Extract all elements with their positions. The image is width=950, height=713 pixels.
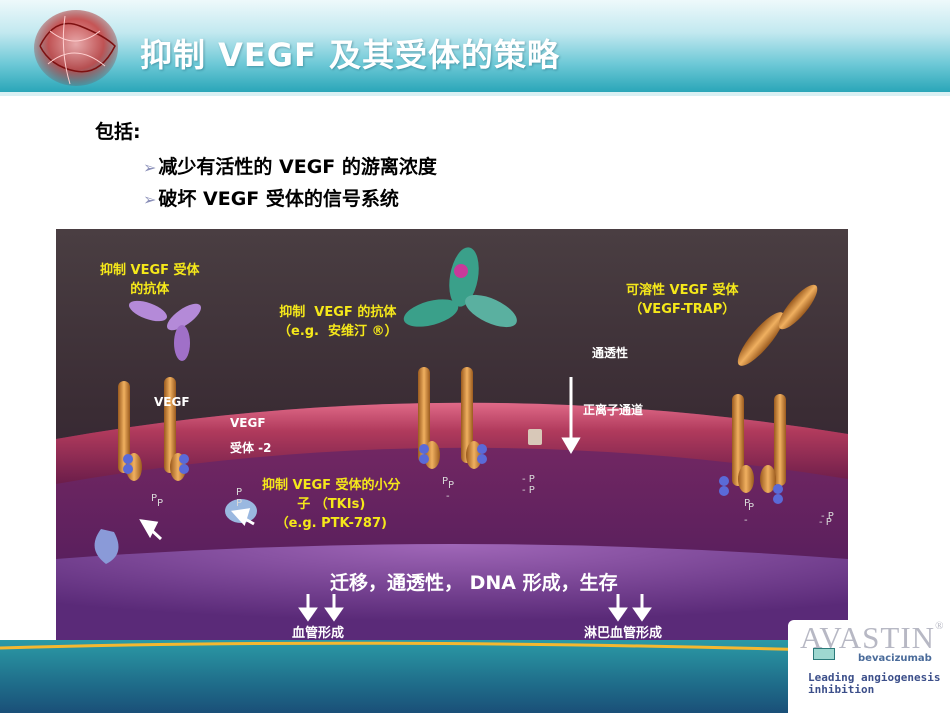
intro-label: 包括: bbox=[95, 121, 141, 143]
label-lymphangiogenesis: 淋巴血管形成 bbox=[584, 626, 663, 640]
phospho-label: P bbox=[442, 476, 449, 487]
label-tki: 抑制 VEGF 受体的小分 子 （TKIs) （e.g. PTK-787) bbox=[262, 478, 401, 531]
label-permeability: 通透性 bbox=[592, 346, 629, 360]
bullet-text: 减少有活性的 VEGF 的游离浓度 bbox=[158, 156, 437, 178]
page-title: 抑制 VEGF 及其受体的策略 bbox=[140, 36, 561, 74]
phospho-label: - bbox=[446, 491, 450, 502]
arrow-bullet-icon: ➢ bbox=[143, 158, 157, 177]
phospho-label: P bbox=[236, 487, 243, 498]
header-divider bbox=[0, 92, 950, 96]
anti-receptor-antibody-icon bbox=[129, 300, 202, 361]
receptor-pair-right bbox=[719, 394, 786, 504]
label-soluble-receptor: 可溶性 VEGF 受体 （VEGF-TRAP） bbox=[626, 283, 739, 317]
protein-structure-icon bbox=[34, 10, 118, 86]
vial-icon bbox=[813, 648, 835, 660]
phospho-label: P bbox=[157, 498, 164, 509]
label-angiogenesis: 血管形成 bbox=[292, 626, 345, 640]
phospho-label: P bbox=[744, 498, 751, 509]
phospho-label: - P bbox=[522, 474, 535, 485]
label-outcomes: 迁移，通透性， DNA 形成，生存 bbox=[330, 572, 618, 594]
receptor-pair-left bbox=[118, 377, 189, 481]
phospho-label: P bbox=[448, 480, 455, 491]
phospho-label: - P bbox=[819, 517, 832, 528]
label-vegf-antibody: 抑制 VEGF 的抗体 （e.g. 安维汀 ®） bbox=[278, 305, 398, 339]
label-vegf-small: VEGF bbox=[154, 395, 190, 409]
bullet-item: ➢破坏 VEGF 受体的信号系统 bbox=[143, 184, 399, 211]
pathway-illustration bbox=[56, 229, 848, 640]
ion-channel-icon bbox=[528, 429, 542, 445]
signal-molecule-icon bbox=[94, 529, 119, 564]
arrow-bullet-icon: ➢ bbox=[143, 190, 157, 209]
vegf-pathway-figure: 抑制 VEGF 受体 的抗体 抑制 VEGF 的抗体 （e.g. 安维汀 ®） … bbox=[56, 229, 848, 640]
phospho-label: P bbox=[151, 493, 158, 504]
receptor-pair-center bbox=[418, 367, 487, 469]
phospho-label: P bbox=[748, 502, 755, 513]
brand-generic: bevacizumab bbox=[858, 653, 932, 664]
phospho-label: - P bbox=[821, 511, 834, 522]
bullet-item: ➢减少有活性的 VEGF 的游离浓度 bbox=[143, 152, 437, 179]
phospho-label: P bbox=[236, 498, 243, 509]
phospho-label: - P bbox=[522, 485, 535, 496]
vegf-trap-icon bbox=[737, 284, 818, 366]
label-receptor2: 受体 -2 bbox=[230, 441, 272, 455]
label-vegf: VEGF bbox=[230, 416, 266, 430]
brand-panel bbox=[788, 620, 950, 713]
bullet-text: 破坏 VEGF 受体的信号系统 bbox=[158, 188, 399, 210]
label-ion-channel: 正离子通道 bbox=[583, 403, 644, 417]
label-anti-receptor-antibody: 抑制 VEGF 受体 的抗体 bbox=[100, 263, 200, 297]
bevacizumab-antibody-icon bbox=[403, 247, 517, 328]
arrow-icons bbox=[139, 377, 652, 622]
phospho-label: - bbox=[744, 515, 748, 526]
slide-header bbox=[0, 0, 950, 92]
